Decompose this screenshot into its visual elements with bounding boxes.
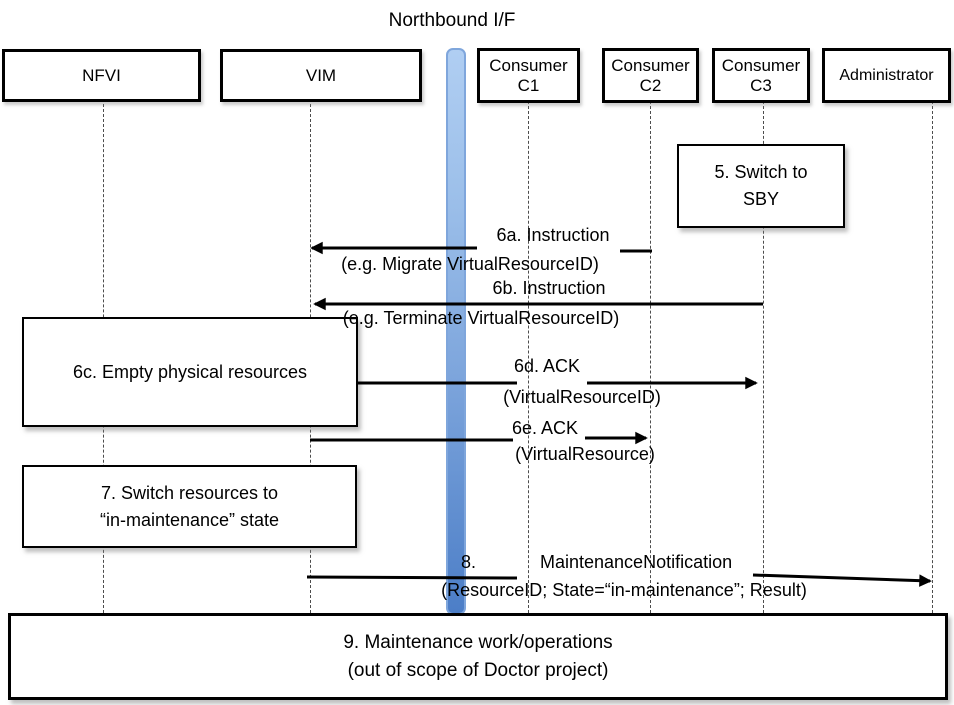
actor-box-consumer-c1: Consumer C1 xyxy=(477,48,580,103)
actor-label: C1 xyxy=(517,75,540,95)
note-line: 5. Switch to xyxy=(714,162,808,182)
note-line: (out of scope of Doctor project) xyxy=(347,659,609,681)
northbound-interface-bar xyxy=(446,48,466,615)
message-6d-label: 6d. ACK xyxy=(513,356,581,376)
actor-label: Consumer xyxy=(721,55,801,75)
note-line: SBY xyxy=(742,189,780,209)
message-8-number: 8. xyxy=(461,552,477,572)
note-7-switch-resources: 7. Switch resources to “in-maintenance” … xyxy=(22,465,357,548)
note-line: 6c. Empty physical resources xyxy=(72,361,308,382)
message-8-label: MaintenanceNotification xyxy=(540,552,733,572)
actor-label: Administrator xyxy=(839,66,934,84)
actor-box-nfvi: NFVI xyxy=(2,49,201,102)
note-6c-empty-physical-resources: 6c. Empty physical resources xyxy=(22,317,358,427)
actor-label: VIM xyxy=(305,65,337,85)
actor-box-consumer-c2: Consumer C2 xyxy=(602,48,699,103)
message-6a-detail: (e.g. Migrate VirtualResourceID) xyxy=(341,254,599,274)
lifeline-consumer-c3 xyxy=(763,101,764,613)
actor-label: NFVI xyxy=(82,65,121,85)
message-6a-label: 6a. Instruction xyxy=(496,225,610,245)
actor-box-consumer-c3: Consumer C3 xyxy=(712,48,810,103)
message-8-detail: (ResourceID; State=“in-maintenance”; Res… xyxy=(441,580,807,600)
actor-label: Consumer xyxy=(489,55,568,75)
message-6d-detail: (VirtualResourceID) xyxy=(503,387,661,407)
message-6b-detail: (e.g. Terminate VirtualResourceID) xyxy=(342,308,620,328)
actor-label: Consumer xyxy=(611,55,690,75)
diagram-title: Northbound I/F xyxy=(388,10,516,31)
note-5-switch-to-sby: 5. Switch to SBY xyxy=(677,144,845,228)
message-6e-label: 6e. ACK xyxy=(511,418,579,438)
note-line: 7. Switch resources to xyxy=(100,482,279,503)
message-6e-detail: (VirtualResource) xyxy=(515,444,655,464)
note-line: “in-maintenance” state xyxy=(99,509,280,530)
actor-box-administrator: Administrator xyxy=(822,48,951,103)
lifeline-consumer-c2 xyxy=(650,101,651,613)
lifeline-administrator xyxy=(932,101,933,613)
actor-label: C2 xyxy=(639,75,662,95)
actor-label: C3 xyxy=(750,75,772,95)
lifeline-consumer-c1 xyxy=(528,101,529,613)
message-6b-label: 6b. Instruction xyxy=(492,278,606,298)
arrow-8-notification-stub xyxy=(306,575,518,580)
note-9-maintenance-work: 9. Maintenance work/operations (out of s… xyxy=(8,613,948,700)
actor-box-vim: VIM xyxy=(220,49,422,102)
note-line: 9. Maintenance work/operations xyxy=(343,631,613,653)
